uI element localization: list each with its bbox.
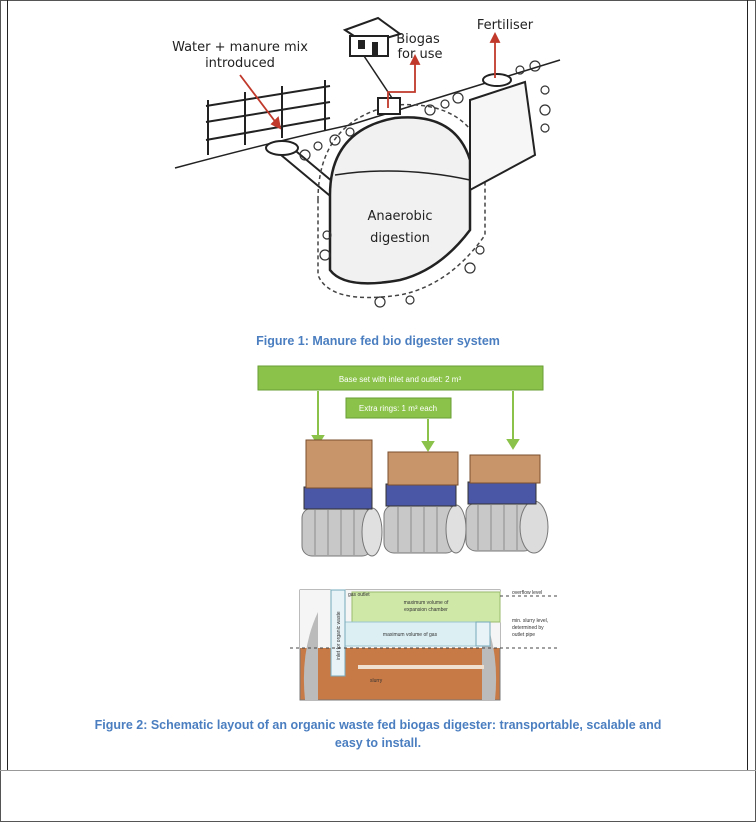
slurry-label: slurry bbox=[370, 678, 383, 684]
label-water-mix: Water + manure mix bbox=[172, 40, 308, 55]
schematic-section: gas outlet overflow level maximum volume… bbox=[290, 589, 560, 701]
base-set-label: Base set with inlet and outlet: 2 m³ bbox=[339, 375, 462, 384]
outlet-opening bbox=[482, 73, 512, 87]
inlet-opening bbox=[265, 140, 299, 156]
outlet-pipe-section bbox=[475, 621, 491, 647]
label-biogas: Biogas bbox=[396, 32, 440, 47]
outlet-chamber bbox=[469, 80, 537, 192]
stone-lining bbox=[317, 103, 486, 299]
rocks-pattern bbox=[299, 60, 551, 308]
figure2-drawing: Base set with inlet and outlet: 2 m³ Ext… bbox=[257, 365, 560, 701]
extra-rings-label: Extra rings: 1 m³ each bbox=[359, 404, 437, 413]
flow-arrows bbox=[239, 31, 501, 130]
max-gas-label: maximum volume of gas bbox=[383, 632, 438, 638]
figure1-drawing: Water + manure mix introduced Biogas for… bbox=[172, 16, 561, 308]
inlet-label: inlet for organic waste bbox=[336, 611, 342, 660]
gas-outlet-label: gas outlet bbox=[348, 592, 370, 598]
digester-tank bbox=[328, 116, 472, 285]
bottom-border-line bbox=[0, 770, 756, 771]
overflow-level-label: overflow level bbox=[512, 590, 542, 596]
label-digestion: digestion bbox=[370, 231, 430, 246]
max-expansion-label-2: expansion chamber bbox=[404, 607, 448, 613]
expansion-chamber bbox=[351, 591, 501, 623]
max-expansion-label: maximum volume of bbox=[404, 600, 449, 606]
base-set-box bbox=[257, 365, 544, 391]
gas-line bbox=[359, 49, 393, 99]
inlet-pipe-section bbox=[330, 589, 346, 677]
label-fertiliser: Fertiliser bbox=[477, 18, 534, 33]
min-slurry-label: min. slurry level, bbox=[512, 618, 548, 624]
label-introduced: introduced bbox=[205, 56, 275, 71]
ring-unit-1 bbox=[301, 439, 383, 557]
gas-cap bbox=[377, 97, 401, 115]
right-border-line bbox=[747, 0, 748, 770]
label-for-use: for use bbox=[397, 47, 442, 62]
green-arrows bbox=[311, 391, 520, 452]
figure1-caption: Figure 1: Manure fed bio digester system bbox=[256, 334, 500, 348]
figure2-caption-line2: easy to install. bbox=[334, 736, 422, 750]
min-slurry-label-3: outlet pipe bbox=[512, 632, 535, 638]
extra-rings-box bbox=[345, 397, 452, 419]
house-icon bbox=[342, 16, 403, 57]
gas-space bbox=[339, 621, 481, 647]
figure2-caption-line1: Figure 2: Schematic layout of an organic… bbox=[94, 718, 662, 732]
left-border-line bbox=[7, 0, 8, 770]
ring-unit-3 bbox=[465, 454, 549, 554]
ring-unit-2 bbox=[383, 451, 467, 554]
min-slurry-label-2: determined by bbox=[512, 625, 544, 631]
slurry-surface bbox=[334, 170, 471, 181]
label-anaerobic: Anaerobic bbox=[367, 209, 432, 224]
